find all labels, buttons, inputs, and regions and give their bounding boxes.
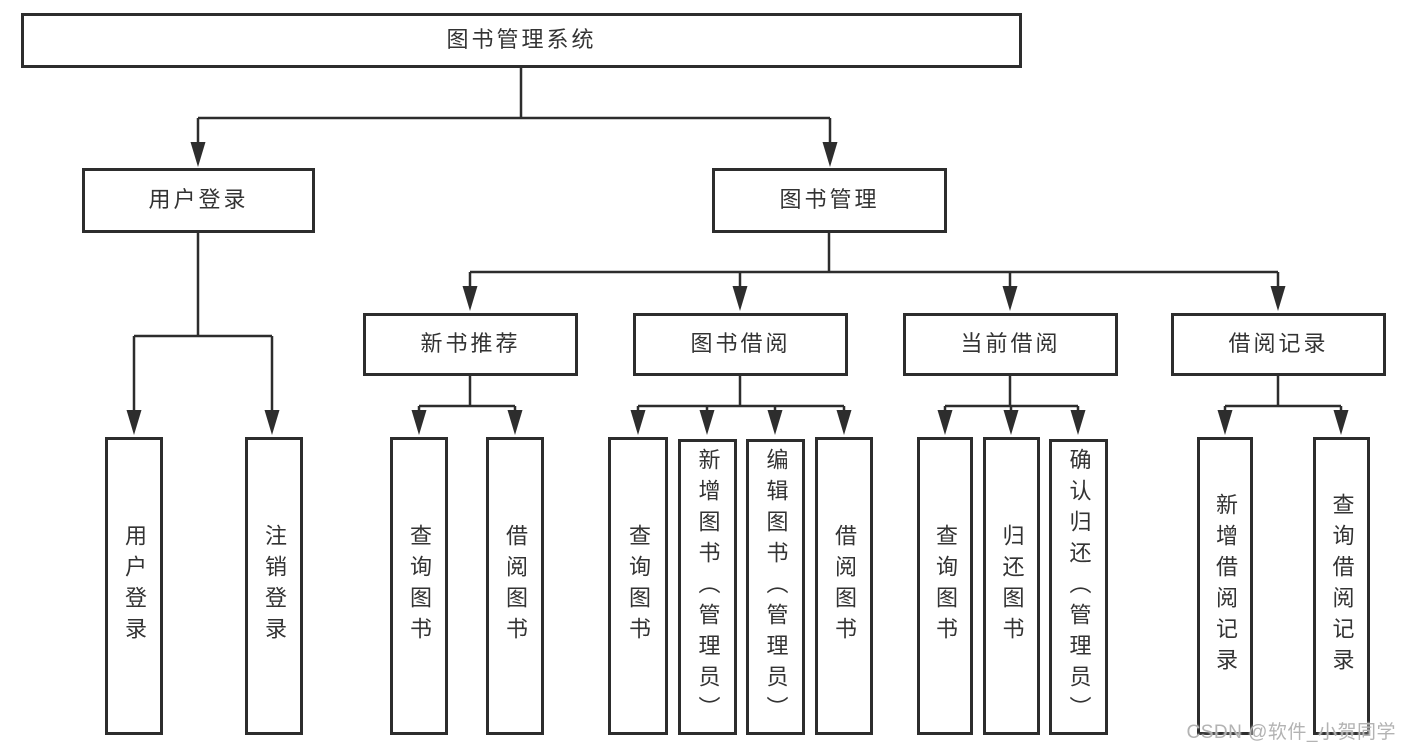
arrowhead-icon xyxy=(732,286,748,311)
connector-user-login-to-leaves xyxy=(132,233,274,411)
arrowhead-icon xyxy=(822,142,838,167)
leaf-borrow-books-borrowing-label: 借阅图书 xyxy=(832,524,857,648)
leaf-query-books-borrowing-label: 查询图书 xyxy=(626,524,651,648)
connector-new-book-to-leaves xyxy=(417,376,517,412)
arrowhead-icon xyxy=(264,410,280,435)
connector-book-borrowing-to-leaves xyxy=(636,376,846,412)
node-current-borrowing: 当前借阅 xyxy=(903,313,1118,376)
arrowhead-icon xyxy=(1270,286,1286,311)
arrowheads-level3 xyxy=(462,286,1286,311)
leaf-confirm-return-admin: 确认归还（管理员） xyxy=(1049,439,1108,735)
arrowheads-book-borrowing xyxy=(630,410,852,435)
leaf-borrow-books-recommend-label: 借阅图书 xyxy=(503,524,528,648)
leaf-edit-book-admin-label: 编辑图书（管理员） xyxy=(763,447,789,727)
arrowheads-user-login xyxy=(126,410,280,435)
leaf-query-books-recommend-label: 查询图书 xyxy=(407,524,432,648)
node-new-book-recommend-label: 新书推荐 xyxy=(420,331,521,357)
node-borrowing-records-label: 借阅记录 xyxy=(1228,331,1329,357)
node-book-borrowing-label: 图书借阅 xyxy=(690,331,791,357)
arrowhead-icon xyxy=(630,410,646,435)
connector-borrowing-records-to-leaves xyxy=(1223,376,1343,412)
node-book-management-label: 图书管理 xyxy=(779,187,880,213)
leaf-confirm-return-admin-label: 确认归还（管理员） xyxy=(1066,447,1092,727)
leaf-query-borrow-record-label: 查询借阅记录 xyxy=(1329,493,1355,679)
node-book-borrowing: 图书借阅 xyxy=(633,313,848,376)
leaf-return-books: 归还图书 xyxy=(983,437,1040,735)
node-user-login: 用户登录 xyxy=(82,168,315,233)
arrowhead-icon xyxy=(699,410,715,435)
leaf-return-books-label: 归还图书 xyxy=(999,524,1025,648)
connector-book-management-to-level3 xyxy=(468,233,1280,288)
connector-root-to-level2 xyxy=(196,68,832,144)
leaf-borrow-books-recommend: 借阅图书 xyxy=(486,437,544,735)
leaf-query-books-recommend: 查询图书 xyxy=(390,437,448,735)
leaf-query-borrow-record: 查询借阅记录 xyxy=(1313,437,1370,735)
arrowhead-icon xyxy=(767,410,783,435)
node-book-management: 图书管理 xyxy=(712,168,947,233)
arrowhead-icon xyxy=(1002,286,1018,311)
leaf-user-login-label: 用户登录 xyxy=(122,524,147,648)
arrowheads-root-to-level2 xyxy=(190,142,838,167)
connector-current-borrowing-to-leaves xyxy=(943,376,1080,412)
leaf-query-books-current-label: 查询图书 xyxy=(933,524,958,648)
arrowhead-icon xyxy=(126,410,142,435)
leaf-add-borrow-record: 新增借阅记录 xyxy=(1197,437,1253,735)
arrowhead-icon xyxy=(937,410,953,435)
arrowhead-icon xyxy=(1333,410,1349,435)
arrowhead-icon xyxy=(1003,410,1019,435)
leaf-add-book-admin-label: 新增图书（管理员） xyxy=(695,447,721,727)
node-current-borrowing-label: 当前借阅 xyxy=(960,331,1061,357)
leaf-query-books-borrowing: 查询图书 xyxy=(608,437,668,735)
arrowheads-borrowing-records xyxy=(1217,410,1349,435)
arrowhead-icon xyxy=(411,410,427,435)
arrowhead-icon xyxy=(190,142,206,167)
arrowhead-icon xyxy=(462,286,478,311)
leaf-add-borrow-record-label: 新增借阅记录 xyxy=(1213,493,1238,679)
node-root-label: 图书管理系统 xyxy=(446,27,597,53)
leaf-logout: 注销登录 xyxy=(245,437,303,735)
node-borrowing-records: 借阅记录 xyxy=(1171,313,1386,376)
leaf-logout-label: 注销登录 xyxy=(262,524,287,648)
arrowhead-icon xyxy=(1070,410,1086,435)
node-new-book-recommend: 新书推荐 xyxy=(363,313,578,376)
leaf-edit-book-admin: 编辑图书（管理员） xyxy=(746,439,805,735)
arrowhead-icon xyxy=(836,410,852,435)
arrowhead-icon xyxy=(507,410,523,435)
leaf-borrow-books-borrowing: 借阅图书 xyxy=(815,437,873,735)
arrowheads-new-book xyxy=(411,410,523,435)
watermark: CSDN @软件_小贺同学 xyxy=(1186,722,1396,743)
leaf-add-book-admin: 新增图书（管理员） xyxy=(678,439,737,735)
node-root: 图书管理系统 xyxy=(21,13,1022,68)
leaf-user-login: 用户登录 xyxy=(105,437,163,735)
arrowhead-icon xyxy=(1217,410,1233,435)
arrowheads-current-borrowing xyxy=(937,410,1086,435)
leaf-query-books-current: 查询图书 xyxy=(917,437,973,735)
node-user-login-label: 用户登录 xyxy=(148,187,249,213)
